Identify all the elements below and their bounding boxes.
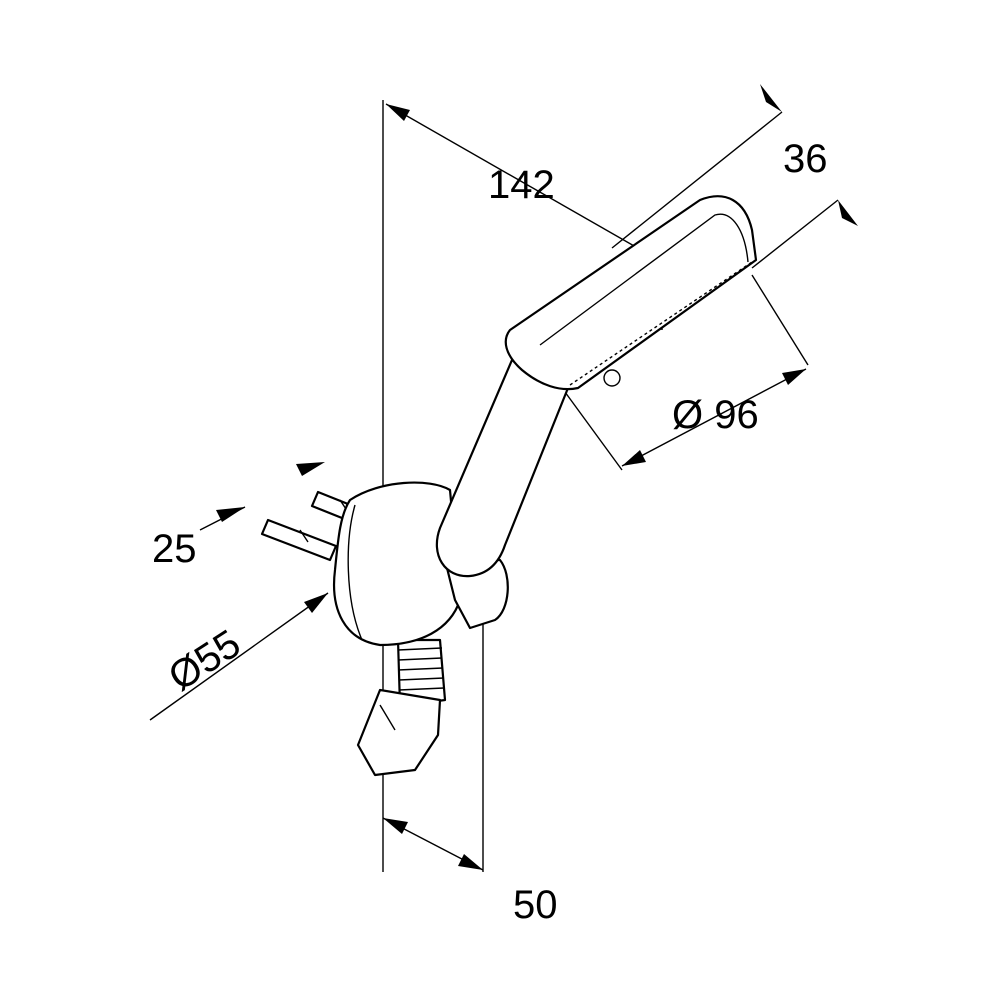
- label-50: 50: [513, 883, 558, 927]
- shower-hose-icon: [356, 638, 447, 777]
- label-diameter-55: Ø55: [161, 621, 248, 699]
- label-142: 142: [488, 163, 555, 207]
- label-36: 36: [783, 137, 828, 181]
- shower-handle-icon: [435, 358, 570, 578]
- dimension-diameter-55: [149, 592, 329, 721]
- dimension-25: [199, 462, 325, 531]
- wall-bracket-icon: [333, 481, 509, 647]
- dimension-36: [611, 84, 858, 269]
- dimension-50: [382, 817, 484, 871]
- label-25: 25: [152, 527, 197, 571]
- shower-head-icon: [504, 195, 758, 391]
- dimension-diameter-96: [564, 274, 809, 471]
- label-diameter-96: Ø 96: [672, 393, 759, 437]
